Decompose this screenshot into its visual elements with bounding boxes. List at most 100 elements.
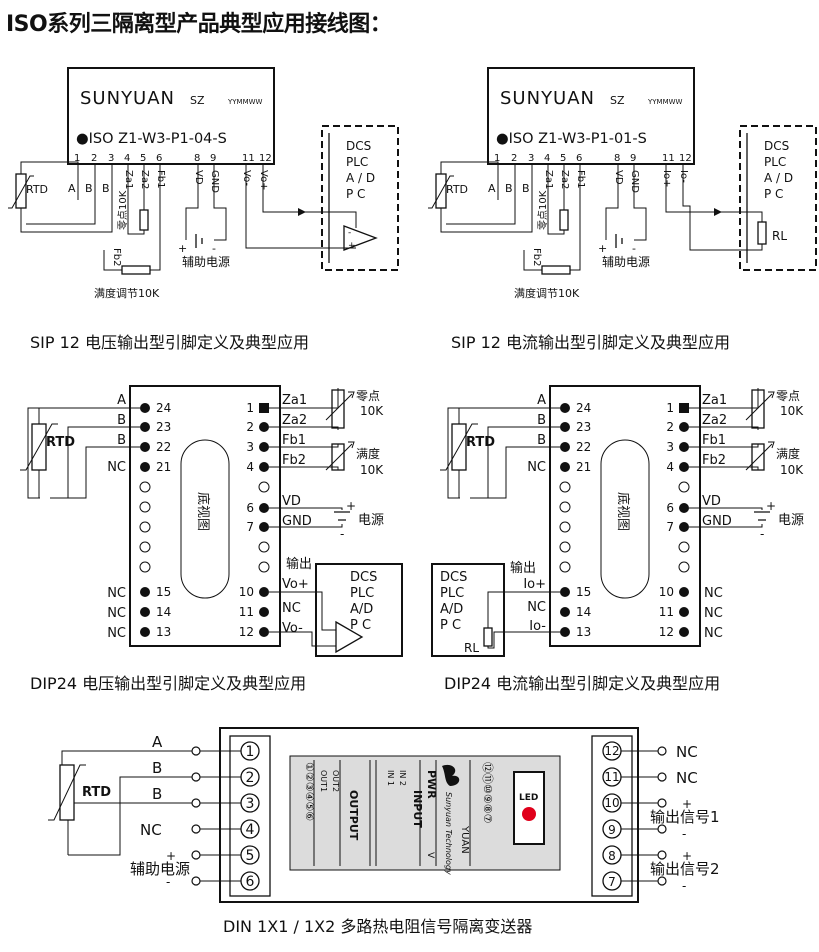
pin-number: 9	[210, 153, 216, 164]
panel-brand-yuan: YUAN	[459, 825, 470, 854]
sip-module-body	[487, 67, 695, 165]
zero-10k-label: 10K	[780, 404, 804, 418]
panel-out2: OUT2	[331, 770, 340, 792]
terminal-5-label: 5	[246, 848, 255, 864]
brand-logo-icon	[442, 764, 460, 786]
pin-number: 12	[679, 153, 692, 164]
din-signal1: 输出信号1	[650, 808, 720, 826]
zero-potentiometer	[559, 209, 569, 231]
amplifier-symbol	[343, 225, 378, 251]
pin-label-za1: Za1	[543, 170, 554, 189]
din-label-a: A	[152, 733, 163, 751]
plc-label: PLC	[764, 155, 786, 169]
span-label: 满度	[776, 446, 800, 461]
dip-voltage-diagram: 底视图 24 23 22 21 15 14 13 1 2 3 4	[20, 385, 403, 657]
pin-1: 1	[246, 401, 254, 415]
pin-label-za1: Za1	[702, 393, 727, 408]
pin-number: 11	[242, 153, 255, 164]
din-aux-power: 辅助电源	[130, 860, 190, 878]
span-potentiometer	[541, 265, 571, 275]
aux-power-label: 辅助电源	[602, 255, 650, 269]
output-label: 输出	[286, 556, 312, 572]
pin-label-b2: B	[537, 433, 546, 448]
din-label-nc: NC	[676, 743, 698, 761]
aux-power-label: 辅助电源	[182, 255, 230, 269]
pin-number: 1	[494, 153, 500, 164]
sip-date-code: YYMMWW	[647, 98, 683, 106]
pin-number: 12	[259, 153, 272, 164]
signal2-minus: -	[682, 879, 686, 893]
pc-label: P C	[346, 187, 365, 201]
fb2-label: Fb2	[531, 248, 542, 266]
pin-label-fb1: Fb1	[282, 433, 306, 448]
power-plus: +	[766, 499, 776, 513]
pin-label-b: B	[117, 413, 126, 428]
plc-label: PLC	[440, 586, 464, 601]
span-potentiometer	[331, 443, 345, 471]
pin-label-nc: NC	[107, 626, 126, 641]
pin-label-io-minus: Io-	[529, 619, 546, 634]
pin-label-gnd: GND	[282, 514, 312, 529]
pin-number: 8	[614, 153, 620, 164]
pin-3: 3	[666, 440, 674, 454]
pin-label-nc: NC	[704, 606, 723, 621]
zero-10k-label: 10K	[360, 404, 384, 418]
panel-brand-line: Sunyuan Technology	[444, 792, 453, 875]
pin-21: 21	[576, 460, 591, 474]
pin-label-vo-minus: Vo-	[241, 170, 252, 186]
sip-brand: SUNYUAN	[80, 88, 175, 109]
pin-6: 6	[246, 501, 254, 515]
pin-label-io-plus: Io+	[661, 170, 672, 187]
pin-label-nc: NC	[107, 460, 126, 475]
rl-label: RL	[464, 641, 479, 655]
zero-potentiometer	[331, 389, 345, 429]
panel-right-numbers: ⑫⑪⑩⑨⑧⑦	[481, 762, 494, 824]
pin-label-b2: B	[102, 182, 110, 195]
terminal-10-label: 10	[604, 796, 619, 810]
output-label: 输出	[510, 560, 536, 576]
pin-label-nc: NC	[704, 626, 723, 641]
zero-label: 零点	[356, 389, 380, 403]
caption-dip-voltage: DIP24 电压输出型引脚定义及典型应用	[30, 674, 306, 693]
rtd-label: RTD	[466, 435, 495, 450]
pin-10: 10	[659, 585, 674, 599]
din-power-minus: -	[166, 875, 170, 889]
pin-label-gnd: GND	[702, 514, 732, 529]
dcs-dashed-box	[739, 125, 817, 271]
signal2-plus: +	[682, 849, 692, 863]
pin-number: 3	[528, 153, 534, 164]
din-signal2: 输出信号2	[650, 860, 720, 878]
power-plus: +	[178, 242, 187, 255]
dcs-label: DCS	[350, 570, 377, 585]
dcs-box	[315, 563, 403, 657]
pin-number: 9	[630, 153, 636, 164]
pin-label-za2: Za2	[139, 170, 150, 189]
panel-left-numbers: ①②③④⑤⑥	[303, 762, 316, 821]
dcs-label: DCS	[346, 139, 371, 153]
din-label-nc: NC	[140, 821, 162, 839]
pin-14: 14	[156, 605, 171, 619]
span-potentiometer	[751, 443, 765, 471]
pin-24: 24	[156, 401, 171, 415]
led-label: LED	[519, 793, 538, 803]
ad-label: A / D	[346, 171, 375, 185]
panel-in1: IN 1	[386, 770, 395, 786]
power-plus: +	[346, 499, 356, 513]
caption-sip-current: SIP 12 电流输出型引脚定义及典型应用	[451, 333, 730, 352]
pin-label-fb1: Fb1	[155, 170, 166, 188]
page-title: ISO系列三隔离型产品典型应用接线图：	[6, 12, 392, 37]
power-minus: -	[212, 242, 216, 255]
pin-label-a: A	[117, 393, 126, 408]
pin-number: 1	[74, 153, 80, 164]
pin-number: 11	[662, 153, 675, 164]
amplifier-symbol	[335, 620, 364, 654]
pin-label-vo-plus: Vo+	[282, 577, 309, 592]
rtd-label: RTD	[446, 183, 468, 196]
signal1-minus: -	[682, 827, 686, 841]
pin-22: 22	[156, 440, 171, 454]
sip-brand-sz: SZ	[610, 94, 625, 107]
pin-label-b: B	[537, 413, 546, 428]
pin-21: 21	[156, 460, 171, 474]
panel-in2: IN 2	[398, 770, 407, 786]
pin-12: 12	[659, 625, 674, 639]
